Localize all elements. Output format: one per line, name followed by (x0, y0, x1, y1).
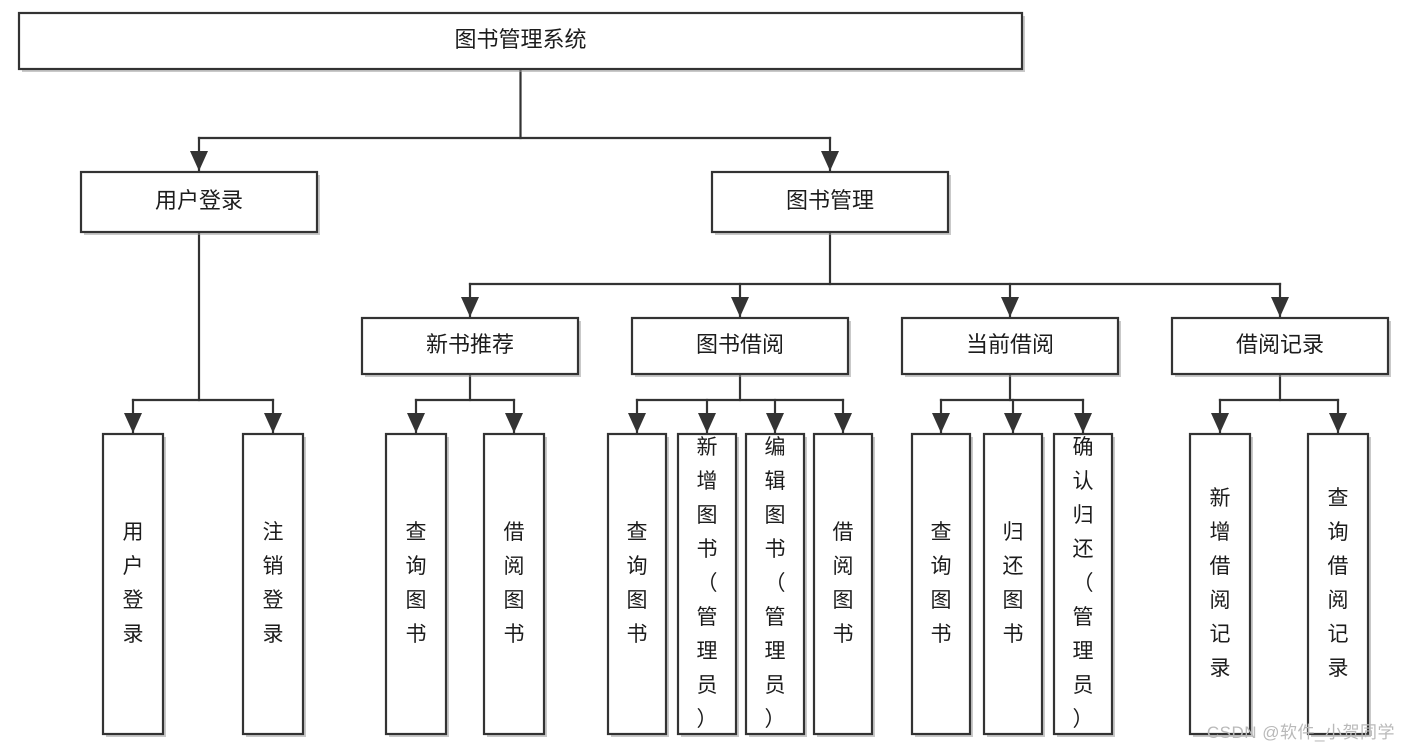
node-label-leaf-record-query: 查询借阅记录 (1328, 487, 1349, 680)
arrow-head-icon (461, 297, 479, 317)
node-label-leaf-borrow-query: 查询图书 (627, 521, 648, 646)
connector-group-borrow (628, 372, 852, 435)
node-label-records: 借阅记录 (1236, 332, 1324, 357)
connector-group-root (190, 67, 839, 173)
arrow-head-icon (124, 413, 142, 433)
node-leaf-user-logout[interactable]: 注销登录 (241, 432, 306, 737)
node-leaf-borrow-add[interactable]: 新增图书（管理员） (676, 432, 739, 737)
node-label-current: 当前借阅 (966, 332, 1054, 357)
node-newbook[interactable]: 新书推荐 (360, 316, 581, 377)
node-leaf-user-login[interactable]: 用户登录 (101, 432, 166, 737)
node-label-leaf-current-confirm: 确认归还（管理员） (1073, 436, 1094, 731)
connector-group-current (932, 372, 1092, 435)
node-leaf-newbook-query[interactable]: 查询图书 (384, 432, 449, 737)
arrow-head-icon (505, 413, 523, 433)
arrow-head-icon (766, 413, 784, 433)
node-label-login: 用户登录 (155, 188, 243, 213)
arrow-head-icon (1004, 413, 1022, 433)
node-current[interactable]: 当前借阅 (900, 316, 1121, 377)
node-label-leaf-current-return: 归还图书 (1003, 521, 1024, 646)
node-label-leaf-current-query: 查询图书 (931, 521, 952, 646)
arrow-head-icon (628, 413, 646, 433)
node-leaf-current-confirm[interactable]: 确认归还（管理员） (1052, 432, 1115, 737)
arrow-head-icon (1074, 413, 1092, 433)
node-leaf-current-query[interactable]: 查询图书 (910, 432, 973, 737)
connector-group-newbook (407, 372, 523, 435)
node-label-bookmgmt: 图书管理 (786, 188, 874, 213)
node-borrow[interactable]: 图书借阅 (630, 316, 851, 377)
arrow-head-icon (821, 151, 839, 171)
node-label-root: 图书管理系统 (454, 27, 586, 52)
watermark-label: CSDN @软件_小贺同学 (1206, 723, 1395, 742)
node-root[interactable]: 图书管理系统 (17, 11, 1025, 72)
arrow-head-icon (834, 413, 852, 433)
arrow-head-icon (731, 297, 749, 317)
node-records[interactable]: 借阅记录 (1170, 316, 1391, 377)
node-label-leaf-record-add: 新增借阅记录 (1210, 487, 1231, 680)
node-leaf-borrow-lend[interactable]: 借阅图书 (812, 432, 875, 737)
node-label-leaf-user-logout: 注销登录 (263, 521, 284, 646)
node-label-leaf-borrow-edit: 编辑图书（管理员） (765, 436, 786, 731)
node-label-leaf-borrow-lend: 借阅图书 (833, 521, 854, 646)
node-leaf-borrow-query[interactable]: 查询图书 (606, 432, 669, 737)
arrow-head-icon (1271, 297, 1289, 317)
node-bookmgmt[interactable]: 图书管理 (710, 170, 951, 235)
node-leaf-newbook-borrow[interactable]: 借阅图书 (482, 432, 547, 737)
node-label-leaf-newbook-query: 查询图书 (406, 521, 427, 646)
connector-group-bookmgmt (461, 230, 1289, 319)
arrow-head-icon (698, 413, 716, 433)
connector-layer (124, 67, 1347, 435)
arrow-head-icon (190, 151, 208, 171)
node-leaf-current-return[interactable]: 归还图书 (982, 432, 1045, 737)
node-leaf-borrow-edit[interactable]: 编辑图书（管理员） (744, 432, 807, 737)
arrow-head-icon (407, 413, 425, 433)
node-leaf-record-add[interactable]: 新增借阅记录 (1188, 432, 1253, 737)
arrow-head-icon (264, 413, 282, 433)
node-layer: 图书管理系统用户登录图书管理新书推荐图书借阅当前借阅借阅记录用户登录注销登录查询… (17, 11, 1391, 737)
node-label-newbook: 新书推荐 (426, 332, 514, 357)
connector-group-login (124, 230, 282, 435)
node-leaf-record-query[interactable]: 查询借阅记录 (1306, 432, 1371, 737)
node-label-borrow: 图书借阅 (696, 332, 784, 357)
node-login[interactable]: 用户登录 (79, 170, 320, 235)
arrow-head-icon (1329, 413, 1347, 433)
arrow-head-icon (1001, 297, 1019, 317)
arrow-head-icon (932, 413, 950, 433)
node-label-leaf-user-login: 用户登录 (123, 521, 144, 646)
connector-group-records (1211, 372, 1347, 435)
arrow-head-icon (1211, 413, 1229, 433)
node-label-leaf-borrow-add: 新增图书（管理员） (697, 436, 718, 731)
node-label-leaf-newbook-borrow: 借阅图书 (504, 521, 525, 646)
